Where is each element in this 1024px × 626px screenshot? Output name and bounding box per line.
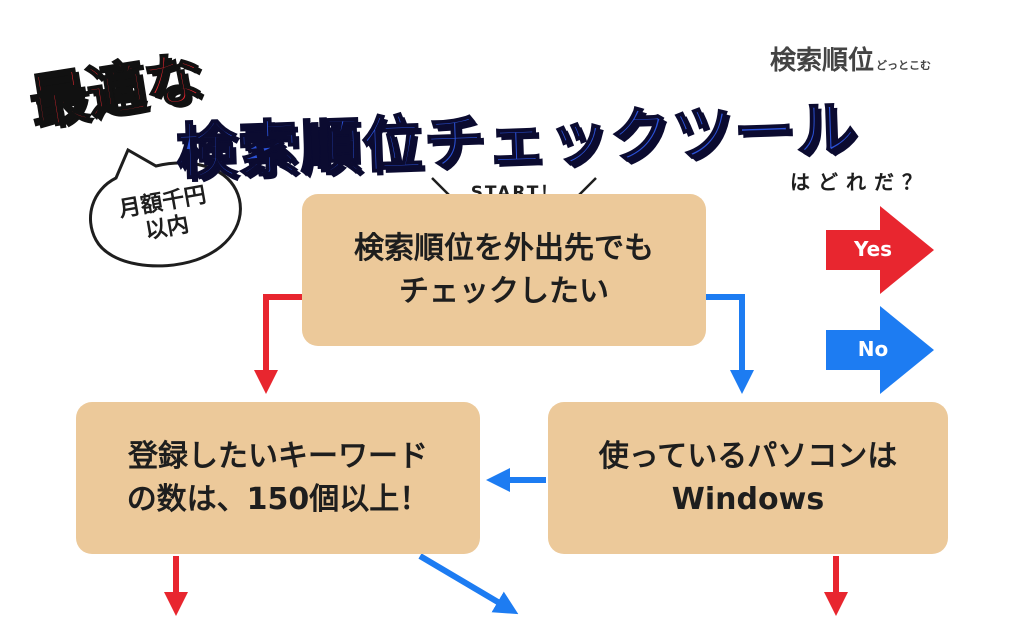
brand-logo: 検索順位どっとこむ <box>770 40 931 77</box>
node-start-line-2: チェックしたい <box>399 274 609 309</box>
node-keywords-line-1: 登録したいキーワード <box>128 438 428 474</box>
legend-no-label: No <box>857 337 889 361</box>
badge-bubble <box>88 147 242 268</box>
title-line-3: はどれだ？ <box>790 170 930 194</box>
node-start: 検索順位を外出先でも チェックしたい <box>302 194 706 346</box>
arrow-start-yes <box>254 294 302 394</box>
arrow-keywords-no <box>418 553 519 615</box>
node-start-line-1: 検索順位を外出先でも <box>354 230 654 266</box>
node-windows-line-2: Windows <box>671 482 825 517</box>
arrow-start-no <box>706 294 754 394</box>
node-windows: 使っているパソコンは Windows <box>548 402 948 554</box>
node-keywords-line-2: の数は、150個以上！ <box>126 482 430 517</box>
brand-suffix: どっとこむ <box>876 59 932 72</box>
legend-yes-label: Yes <box>853 237 893 261</box>
brand-name: 検索順位 <box>770 46 875 76</box>
legend-yes-arrow <box>826 206 934 294</box>
node-keywords: 登録したいキーワード の数は、150個以上！ <box>76 402 480 554</box>
legend-no-arrow <box>826 306 934 394</box>
node-windows-line-1: 使っているパソコンは <box>598 438 898 474</box>
